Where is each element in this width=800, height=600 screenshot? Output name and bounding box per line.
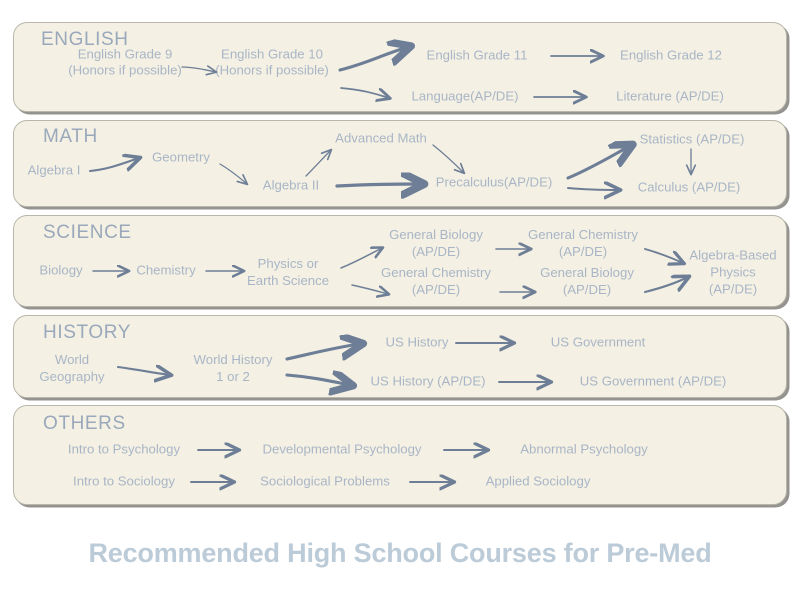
node-english-grade-12: English Grade 12 — [620, 47, 722, 63]
node-line: English Grade 11 — [426, 47, 528, 63]
node-chemistry: Chemistry — [136, 262, 195, 278]
node-physics-or-earth-science: Physics or Earth Science — [247, 255, 329, 289]
node-line: General Chemistry — [528, 227, 638, 242]
panel-others — [13, 405, 787, 505]
node-sociological-problems: Sociological Problems — [260, 473, 390, 489]
node-line: US Government — [550, 334, 646, 350]
node-abnormal-psychology: Abnormal Psychology — [520, 441, 648, 457]
node-line: Algebra II — [262, 177, 320, 193]
node-line: Calculus (AP/DE) — [637, 179, 741, 195]
section-heading-math: MATH — [43, 126, 98, 147]
node-line: Language(AP/DE) — [411, 88, 519, 104]
node-geometry: Geometry — [152, 149, 210, 165]
node-line: 1 or 2 — [216, 369, 250, 384]
node-line: Physics or — [257, 256, 319, 271]
node-world-geography: World Geography — [39, 351, 104, 385]
node-statistics: Statistics (AP/DE) — [640, 131, 745, 147]
node-precalculus: Precalculus(AP/DE) — [436, 174, 553, 190]
node-biology: Biology — [39, 262, 82, 278]
node-line: Literature (AP/DE) — [616, 88, 724, 104]
node-line: Algebra I — [27, 162, 81, 178]
node-line: (Honors if possible) — [68, 62, 182, 77]
node-line: US Government (AP/DE) — [579, 373, 727, 389]
node-general-chemistry-1: General Chemistry (AP/DE) — [528, 226, 638, 260]
node-line: Developmental Psychology — [262, 441, 422, 457]
node-algebra-1: Algebra I — [28, 162, 81, 178]
node-line: Intro to Psychology — [67, 441, 181, 457]
node-algebra-2: Algebra II — [263, 177, 319, 193]
node-english-grade-10: English Grade 10 (Honors if possible) — [215, 47, 329, 78]
section-heading-history: HISTORY — [43, 322, 131, 343]
node-line: Geography — [39, 369, 105, 384]
node-intro-to-sociology: Intro to Sociology — [73, 473, 175, 489]
node-language-ap-de: Language(AP/DE) — [411, 88, 518, 104]
node-line: (AP/DE) — [558, 244, 608, 259]
node-us-government: US Government — [551, 334, 646, 350]
node-line: Advanced Math — [335, 130, 427, 146]
page-title: Recommended High School Courses for Pre-… — [88, 538, 712, 568]
node-line: Precalculus(AP/DE) — [435, 174, 553, 190]
node-line: Chemistry — [136, 262, 196, 278]
node-algebra-based-physics: Algebra-Based Physics (AP/DE) — [689, 247, 776, 298]
node-line: (AP/DE) — [411, 282, 461, 297]
node-world-history: World History 1 or 2 — [194, 351, 273, 385]
node-developmental-psychology: Developmental Psychology — [262, 441, 421, 457]
node-literature-ap-de: Literature (AP/DE) — [616, 88, 724, 104]
node-line: Geometry — [152, 149, 210, 165]
node-english-grade-11: English Grade 11 — [427, 47, 528, 63]
node-line: English Grade 9 — [77, 46, 173, 62]
node-line: (AP/DE) — [708, 281, 758, 297]
node-line: Biology — [39, 262, 83, 278]
node-line: Earth Science — [246, 273, 330, 288]
node-line: General Biology — [389, 227, 483, 242]
node-calculus: Calculus (AP/DE) — [638, 179, 741, 195]
node-line: Applied Sociology — [485, 473, 591, 489]
node-line: English Grade 10 — [221, 46, 323, 62]
node-english-grade-9: English Grade 9 (Honors if possible) — [68, 47, 182, 78]
node-line: General Chemistry — [381, 265, 491, 280]
node-line: US History (AP/DE) — [370, 373, 486, 389]
node-advanced-math: Advanced Math — [335, 130, 427, 146]
node-general-chemistry-2: General Chemistry (AP/DE) — [381, 264, 491, 298]
node-line: Physics — [710, 264, 756, 280]
node-us-government-ap-de: US Government (AP/DE) — [580, 373, 727, 389]
node-line: World — [54, 352, 90, 367]
node-line: General Biology — [540, 265, 634, 280]
node-us-history: US History — [385, 334, 448, 350]
node-line: Abnormal Psychology — [520, 441, 648, 457]
node-line: US History — [385, 334, 449, 350]
node-line: Intro to Sociology — [73, 473, 175, 489]
node-line: English Grade 12 — [620, 47, 722, 63]
node-general-biology-1: General Biology (AP/DE) — [389, 226, 483, 260]
node-line: World History — [193, 352, 273, 367]
node-line: Algebra-Based — [689, 247, 777, 263]
node-line: (AP/DE) — [562, 282, 612, 297]
section-heading-others: OTHERS — [43, 413, 126, 434]
node-line: (AP/DE) — [411, 244, 461, 259]
node-us-history-ap-de: US History (AP/DE) — [370, 373, 485, 389]
node-applied-sociology: Applied Sociology — [486, 473, 591, 489]
panel-history — [13, 315, 787, 398]
node-line: (Honors if possible) — [215, 62, 329, 77]
section-heading-science: SCIENCE — [43, 222, 132, 243]
section-heading-english: ENGLISH — [41, 29, 129, 50]
node-line: Statistics (AP/DE) — [639, 131, 745, 147]
node-line: Sociological Problems — [260, 473, 390, 489]
node-intro-to-psychology: Intro to Psychology — [68, 441, 180, 457]
node-general-biology-2: General Biology (AP/DE) — [540, 264, 634, 298]
